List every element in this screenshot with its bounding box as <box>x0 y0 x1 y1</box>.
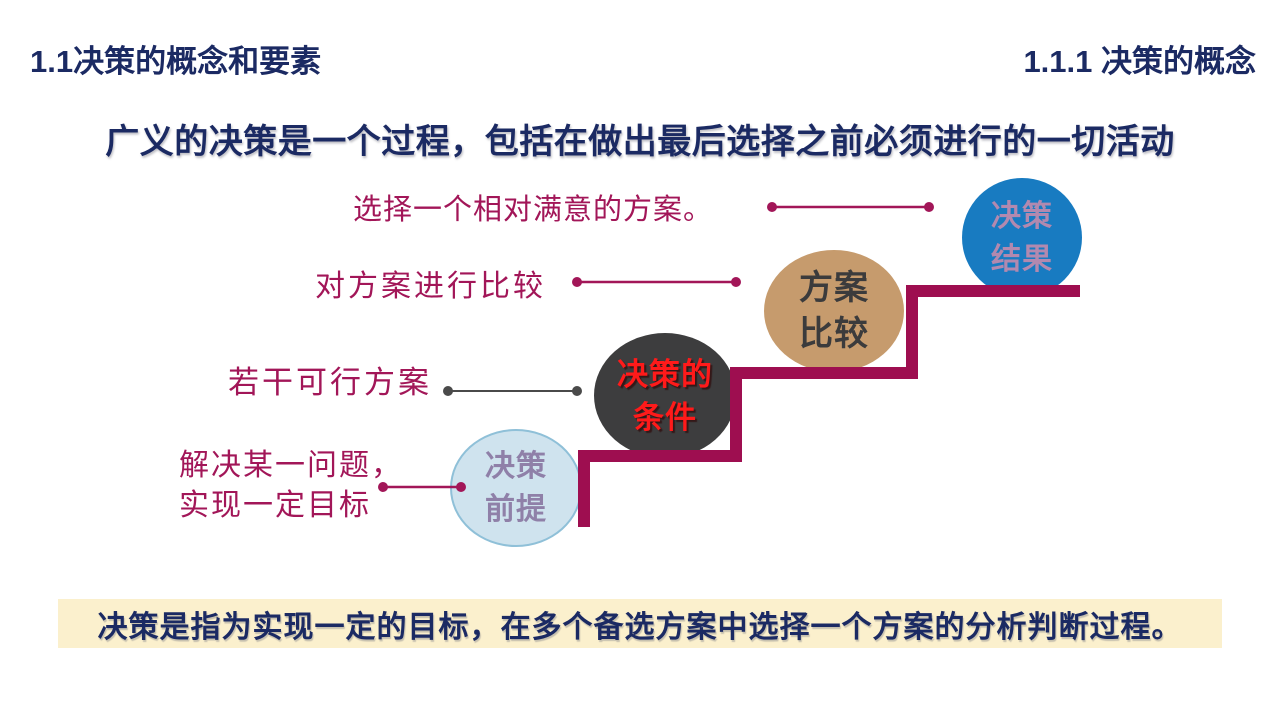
step-circle-result-label: 决策 结果 <box>991 195 1053 281</box>
step-circle-comparison: 方案 比较 <box>764 250 904 372</box>
annotation-compare: 对方案进行比较 <box>315 270 546 303</box>
section-heading: 1.1决策的概念和要素 <box>30 44 322 79</box>
connector-dot <box>731 277 741 287</box>
definition-text: 决策是指为实现一定的目标，在多个备选方案中选择一个方案的分析判断过程。 <box>97 610 1183 644</box>
step-label-line: 前提 <box>485 493 547 526</box>
connector-dot <box>924 202 934 212</box>
step-circle-conditions: 决策的 条件 <box>594 333 736 458</box>
connector-final-choice <box>767 202 934 212</box>
step-label-line: 决策 <box>485 450 547 483</box>
step-label-line: 比较 <box>799 315 869 353</box>
step-label-line: 方案 <box>799 269 869 307</box>
subsection-heading: 1.1.1 决策的概念 <box>1023 44 1256 79</box>
connector-dot <box>767 202 777 212</box>
annotation-premise-line2: 实现一定目标 <box>179 489 371 522</box>
definition-banner: 决策是指为实现一定的目标，在多个备选方案中选择一个方案的分析判断过程。 <box>58 599 1222 648</box>
step-circle-premise: 决策 前提 <box>450 429 582 547</box>
slide-title: 广义的决策是一个过程，包括在做出最后选择之前必须进行的一切活动 <box>105 123 1175 161</box>
step-circle-result: 决策 结果 <box>962 178 1082 297</box>
annotation-final-choice: 选择一个相对满意的方案。 <box>353 194 714 226</box>
step-label-line: 决策 <box>991 199 1053 233</box>
step-label-line: 条件 <box>633 399 697 435</box>
connector-dot <box>572 277 582 287</box>
connector-compare <box>572 277 741 287</box>
annotation-premise: 解决某一问题， 实现一定目标 <box>179 446 403 526</box>
connector-dot <box>443 386 453 396</box>
step-circle-comparison-label: 方案 比较 <box>799 265 869 357</box>
step-label-line: 结果 <box>991 242 1053 276</box>
annotation-premise-line1: 解决某一问题， <box>179 449 403 482</box>
connector-dot <box>572 386 582 396</box>
step-circle-conditions-label: 决策的 条件 <box>617 353 713 439</box>
annotation-alternatives: 若干可行方案 <box>228 365 432 400</box>
connector-alternatives <box>443 386 582 396</box>
step-circle-premise-label: 决策 前提 <box>485 445 547 531</box>
step-label-line: 决策的 <box>617 356 713 392</box>
